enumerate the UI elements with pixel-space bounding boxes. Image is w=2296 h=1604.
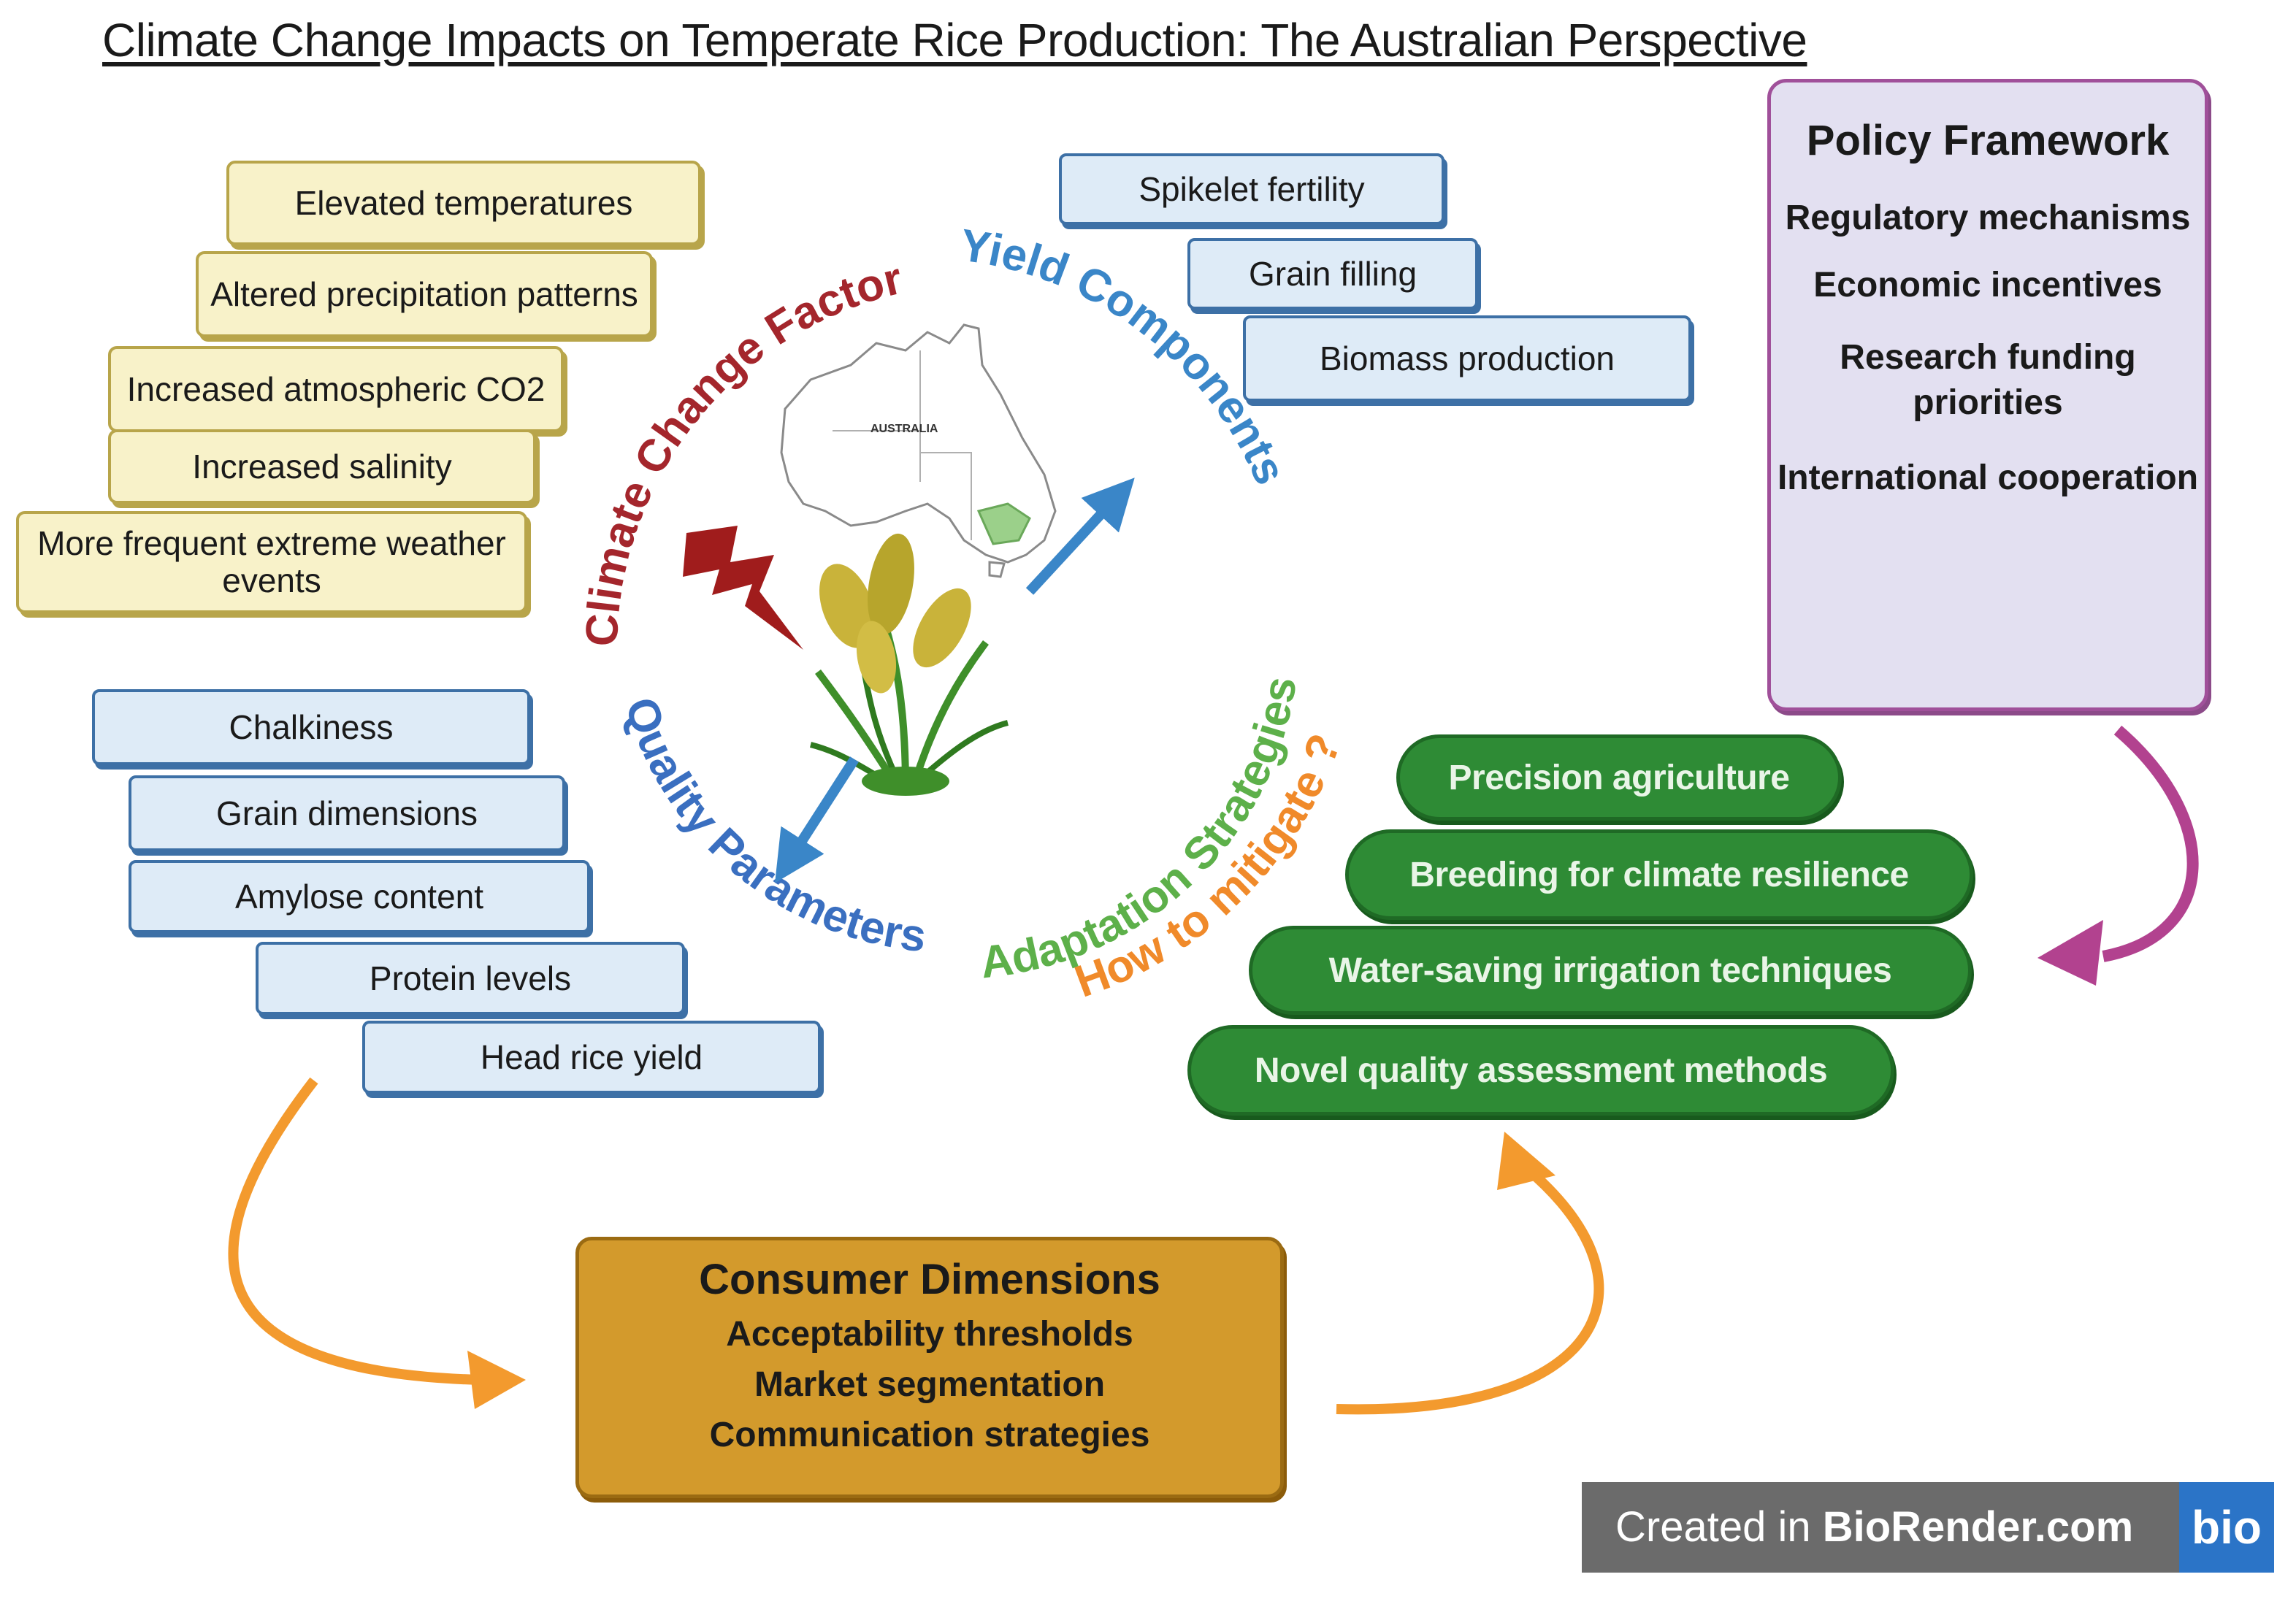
watermark-prefix: Created in <box>1615 1503 1823 1551</box>
climate-factor-box: Increased salinity <box>108 429 536 504</box>
watermark-text: Created in BioRender.com <box>1615 1503 2133 1551</box>
climate-factor-box: Altered precipitation patterns <box>196 251 653 337</box>
adaptation-strategy-box: Water-saving irrigation techniques <box>1249 926 1972 1015</box>
consumer-item: Communication strategies <box>709 1416 1150 1454</box>
ring-label-quality: Quality Parameters <box>615 691 929 962</box>
arrowhead-consumer <box>467 1351 526 1409</box>
arrowhead-adaptation <box>1497 1132 1555 1190</box>
policy-arrow <box>2102 725 2199 962</box>
quality-parameter-box: Protein levels <box>256 942 685 1015</box>
climate-factor-box: More frequent extreme weather events <box>16 511 527 613</box>
adaptation-strategy-box: Novel quality assessment methods <box>1187 1025 1894 1116</box>
climate-factor-box: Elevated temperatures <box>226 161 701 245</box>
diagram-title: Climate Change Impacts on Temperate Rice… <box>102 14 1807 66</box>
climate-factor-box: Increased atmospheric CO2 <box>108 346 564 432</box>
yield-component-box: Grain filling <box>1187 238 1478 310</box>
adaptation-strategy-box: Precision agriculture <box>1396 734 1842 821</box>
lightning-icon <box>683 526 803 650</box>
arrow-to-quality <box>775 756 859 883</box>
arrow-to-yield <box>1025 477 1135 595</box>
policy-item: International cooperation <box>1777 458 2199 497</box>
policy-arrowhead <box>2037 920 2103 986</box>
consumer-item: Acceptability thresholds <box>726 1315 1133 1354</box>
biorender-watermark <box>1582 1482 2274 1573</box>
policy-item: Regulatory mechanisms <box>1785 199 2191 237</box>
svg-text:AUSTRALIA: AUSTRALIA <box>870 423 938 435</box>
arrow-consumer-to-adaptation <box>1336 1164 1604 1415</box>
policy-framework-box: Policy Framework Regulatory mechanisms E… <box>1767 79 2208 711</box>
consumer-dimensions-box: Consumer Dimensions Acceptability thresh… <box>575 1237 1284 1498</box>
quality-parameter-box: Head rice yield <box>362 1021 821 1094</box>
rice-plant-icon <box>810 533 1009 796</box>
consumer-item: Market segmentation <box>754 1365 1106 1404</box>
policy-item: Economic incentives <box>1813 266 2162 305</box>
quality-parameter-box: Chalkiness <box>92 689 530 765</box>
policy-heading: Policy Framework <box>1806 117 2170 164</box>
consumer-heading: Consumer Dimensions <box>699 1256 1160 1303</box>
biorender-logo-icon: bio <box>2179 1482 2274 1573</box>
quality-parameter-box: Grain dimensions <box>129 775 565 851</box>
adaptation-strategy-box: Breeding for climate resilience <box>1345 829 1973 920</box>
yield-component-box: Spikelet fertility <box>1059 153 1444 225</box>
australia-map-icon: AUSTRALIA <box>780 323 1057 578</box>
arrow-quality-to-consumer <box>228 1077 483 1385</box>
watermark-brand: BioRender.com <box>1822 1503 2134 1551</box>
policy-item: Research funding priorities <box>1840 337 2136 423</box>
quality-parameter-box: Amylose content <box>129 860 590 933</box>
yield-component-box: Biomass production <box>1243 315 1691 402</box>
